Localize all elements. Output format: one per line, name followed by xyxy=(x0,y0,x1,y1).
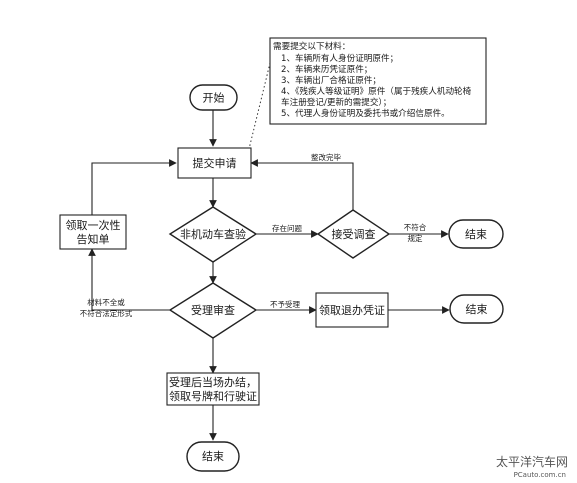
note-leader-line xyxy=(248,54,273,150)
materials-note-item-5: 5、代理人身份证明及委托书或介绍信原件。 xyxy=(281,107,450,119)
review-diamond xyxy=(168,282,258,339)
end-terminal-right-1 xyxy=(448,219,504,249)
materials-note-item-3: 3、车辆出厂合格证原件； xyxy=(281,74,381,86)
watermark-line1: 太平洋汽车网 xyxy=(496,454,568,469)
edge-label-incomplete-1: 材料不全或 xyxy=(87,297,125,307)
end-terminal-bottom xyxy=(186,441,240,472)
investigation-diamond xyxy=(316,209,391,259)
materials-note-text: 需要提交以下材料： 1、车辆所有人身份证明原件； 2、车辆来历凭证原件； 3、车… xyxy=(273,40,472,119)
arrow-review-to-notice xyxy=(88,248,170,311)
notice-label-line1: 领取一次性 xyxy=(66,218,121,232)
end-right-1-label: 结束 xyxy=(465,228,487,241)
watermark-line2: PCauto.com.cn xyxy=(514,471,566,479)
end-right-2-label: 结束 xyxy=(466,303,488,316)
materials-note-item-4: 4、《残疾人等级证明》原件（属于残疾人机动轮椅 xyxy=(281,85,472,97)
vehicle-check-label: 非机动车查验 xyxy=(180,227,246,241)
arrow-notice-to-submit xyxy=(91,159,177,215)
materials-note-title: 需要提交以下材料： xyxy=(273,40,350,52)
complete-label-line1: 受理后当场办结， xyxy=(169,375,257,389)
investigation-label: 接受调查 xyxy=(332,227,376,241)
return-certificate-label: 领取退办凭证 xyxy=(319,303,385,317)
return-certificate-box xyxy=(315,292,389,328)
materials-note-item-4b: 车注册登记/更新的需提交）； xyxy=(281,96,391,108)
arrow-correction-to-submit xyxy=(250,159,354,210)
edge-label-not-compliant-1: 不符合 xyxy=(404,222,427,232)
end-bottom-label: 结束 xyxy=(202,450,224,463)
submit-application-label: 提交申请 xyxy=(193,156,237,170)
submit-application-box xyxy=(177,147,252,179)
edge-label-incomplete-2: 不符合法定形式 xyxy=(80,308,133,318)
materials-note-item-1: 1、车辆所有人身份证明原件； xyxy=(281,52,398,64)
review-label: 受理审查 xyxy=(191,303,235,317)
materials-note-box xyxy=(269,37,487,125)
start-terminal xyxy=(189,84,238,111)
edge-label-not-accepted: 不予受理 xyxy=(270,299,300,309)
complete-box xyxy=(166,372,260,406)
vehicle-check-diamond xyxy=(168,206,258,263)
start-label: 开始 xyxy=(203,91,225,105)
materials-note-item-2: 2、车辆来历凭证原件； xyxy=(281,63,372,75)
notice-label-line2: 告知单 xyxy=(77,232,110,246)
edge-label-not-compliant-2: 规定 xyxy=(408,233,423,243)
complete-label-line2: 领取号牌和行驶证 xyxy=(169,389,257,403)
edge-label-correction-done: 整改完毕 xyxy=(311,152,341,162)
end-terminal-right-2 xyxy=(449,294,504,324)
edge-label-problem: 存在问题 xyxy=(272,223,302,233)
notice-box xyxy=(59,214,127,250)
